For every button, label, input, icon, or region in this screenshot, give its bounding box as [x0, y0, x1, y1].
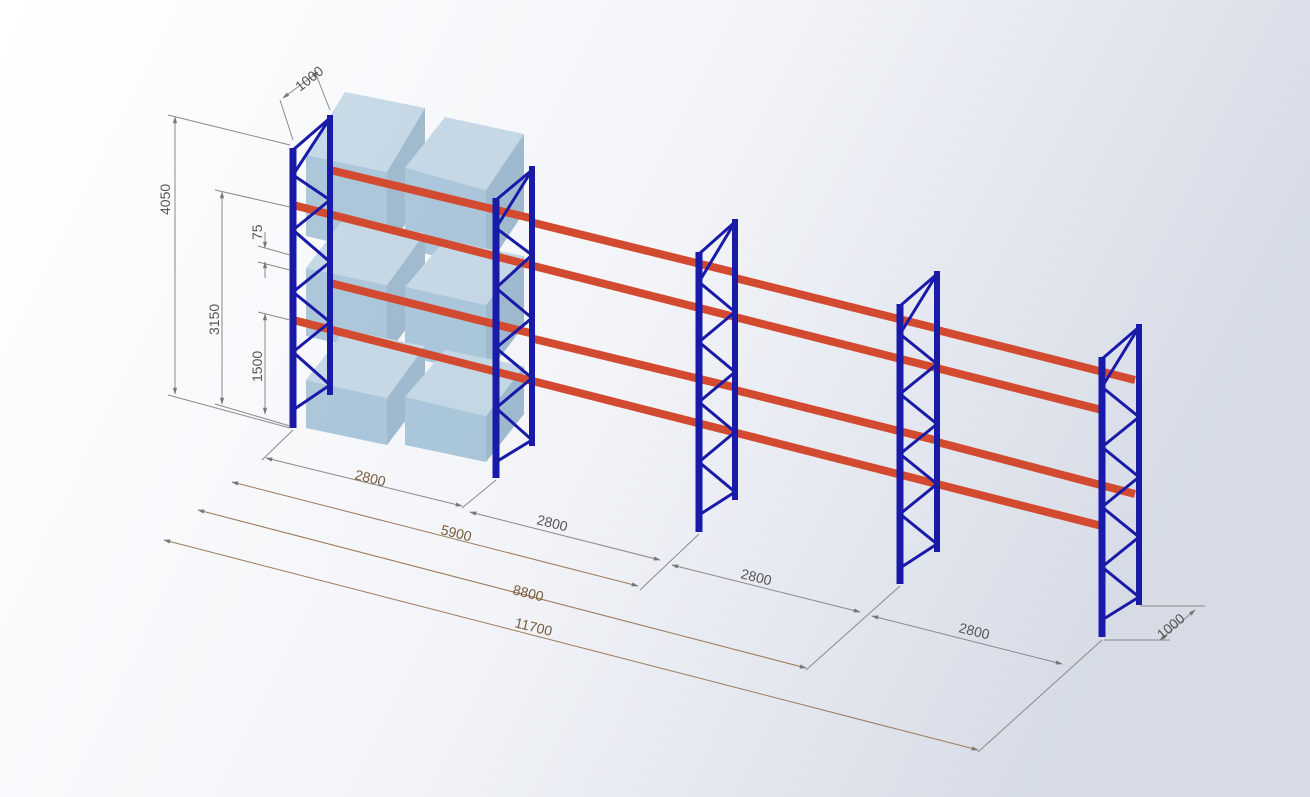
- dim-bay4: 2800: [957, 619, 991, 642]
- dim-bay2: 2800: [535, 511, 569, 534]
- dim-height-level2: 3150: [206, 304, 222, 335]
- dim-span-2bays: 5900: [439, 521, 473, 544]
- upright-frames: [289, 115, 1142, 637]
- dim-height-level1: 1500: [249, 351, 265, 382]
- upright-frame-5: [1098, 324, 1142, 637]
- upright-frame-3: [695, 219, 738, 532]
- upright-frame-4: [896, 271, 940, 584]
- dim-beam-gap: 75: [249, 224, 265, 240]
- dim-span-3bays: 8800: [511, 581, 545, 604]
- dimension-labels: 4050 3150 1500 75 1000 2800 2800 2800 28…: [157, 62, 1188, 642]
- upright-frame-1: [289, 115, 333, 428]
- dim-bay3: 2800: [739, 565, 773, 588]
- dim-height-total: 4050: [157, 184, 173, 215]
- upright-frame-2: [492, 166, 535, 478]
- long-dimension-lines: [163, 481, 979, 751]
- pallet-loads: [306, 92, 524, 462]
- dim-bay1: 2800: [353, 466, 387, 489]
